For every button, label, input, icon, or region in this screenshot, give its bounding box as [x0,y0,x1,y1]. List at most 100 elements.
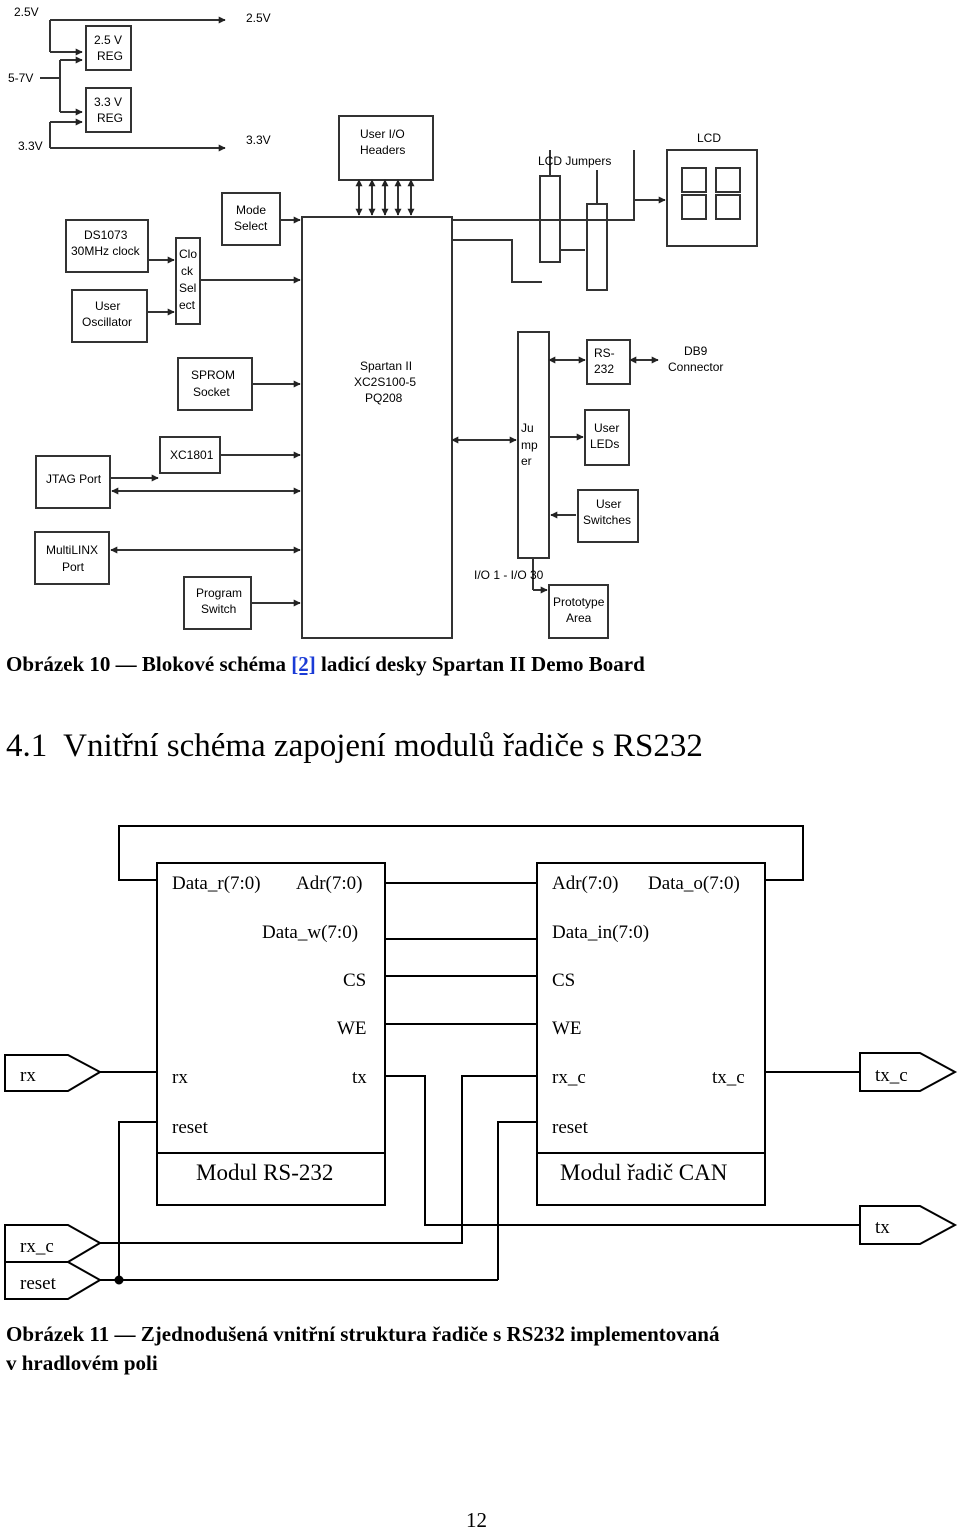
label-leds-2: LEDs [590,437,619,451]
label-proto-1: Prototype [553,595,605,609]
user-switches-box [577,489,639,543]
label-sprom-1: SPROM [191,368,235,382]
lcd-segment [715,167,741,193]
wire-tx [385,1075,860,1226]
port-reset [4,1261,102,1300]
page-number: 12 [466,1508,487,1532]
can-data-in-label: Data_in(7:0) [552,922,649,943]
label-mode-1: Mode [236,203,266,217]
section-number: 4.1 [6,728,48,764]
lcd-jumper-2 [586,203,608,291]
figure-11-caption: Obrázek 11 — Zjednodušená vnitřní strukt… [6,1320,719,1378]
rs-rx-label: rx [172,1067,188,1088]
label-switches-2: Switches [583,513,631,527]
lcd-segment [681,167,707,193]
label-clock-4: ect [179,298,196,312]
label-user-io-2: Headers [360,143,405,157]
label-switches-1: User [596,497,621,511]
port-tx-label: tx [875,1217,890,1238]
section-title: Vnitřní schéma zapojení modulů řadiče s … [63,728,703,764]
label-db9-1: DB9 [684,344,708,358]
regulator-3v3-box [85,87,132,133]
label-io: I/O 1 - I/O 30 [474,568,544,582]
multilinx-port-box [34,531,110,585]
rs-tx-label: tx [352,1067,367,1088]
label-reg25-1: 2.5 V [94,33,122,47]
label-clock-2: ck [181,264,194,278]
label-leds-1: User [594,421,619,435]
jtag-port-box [35,455,111,509]
junction-dot [114,1275,124,1285]
label-spartan-2: XC2S100-5 [354,375,416,389]
ds1073-box [65,219,149,273]
label-3v3-in: 3.3V [18,139,43,153]
can-rx-c-label: rx_c [552,1067,586,1088]
port-reset-label: reset [20,1273,57,1294]
label-proto-2: Area [566,611,592,625]
port-rx [4,1054,103,1092]
rs-reset-label: reset [172,1117,209,1138]
label-rs232-2: 232 [594,362,614,376]
spartan-ii-box [301,216,453,639]
label-clock-1: Clo [179,247,197,261]
label-jumper-2: mp [521,438,538,452]
can-reset-label: reset [552,1117,589,1138]
port-tx-c [859,1052,958,1092]
can-tx-c-label: tx_c [712,1067,745,1088]
label-prog-2: Switch [201,602,236,616]
label-xc1801: XC1801 [170,448,214,462]
lcd-box [666,149,758,247]
wire-reset-can [497,1121,537,1280]
board-diagram-labels: 2.5V 2.5V 5-7V 3.3V 3.3V 2.5 V REG 3.3 V… [8,5,723,625]
port-tx [859,1205,958,1245]
controller-diagram-labels: Data_r(7:0) Adr(7:0) Data_w(7:0) CS WE r… [20,873,908,1294]
label-5-7v: 5-7V [8,71,33,85]
figure-10-caption: Obrázek 10 — Blokové schéma [2] ladicí d… [6,650,645,679]
label-osc-1: User [95,299,120,313]
port-rx-c [4,1224,102,1263]
figure-11-caption-line1: Obrázek 11 — Zjednodušená vnitřní strukt… [6,1322,720,1346]
label-jumper-3: er [521,454,532,468]
module-can-box [536,862,766,1206]
label-ds1073-2: 30MHz clock [71,244,141,258]
user-oscillator-box [71,289,148,343]
label-multilinx-1: MultiLINX [46,543,98,557]
label-reg33-2: REG [97,111,123,125]
reference-link[interactable]: [2] [291,652,316,676]
label-3v3-out: 3.3V [246,133,271,147]
module-rs232-title: Modul RS-232 [196,1160,333,1185]
rs-cs-label: CS [343,970,366,991]
label-db9-2: Connector [668,360,723,374]
label-spartan-3: PQ208 [365,391,403,405]
board-block-diagram [34,16,758,639]
port-rx-label: rx [20,1065,36,1086]
label-spartan-1: Spartan II [360,359,412,373]
lcd-segment [681,194,707,220]
label-lcd: LCD [697,131,721,145]
label-jtag: JTAG Port [46,472,102,486]
can-we-label: WE [552,1018,582,1039]
label-reg25-2: REG [97,49,123,63]
label-ds1073-1: DS1073 [84,228,128,242]
can-cs-label: CS [552,970,575,991]
label-lcd-jumpers: LCD Jumpers [538,154,611,168]
label-2v5-in: 2.5V [14,5,39,19]
module-can-title: Modul řadič CAN [560,1160,728,1185]
label-2v5-out: 2.5V [246,11,271,25]
rs-adr-label: Adr(7:0) [296,873,362,894]
can-adr-label: Adr(7:0) [552,873,618,894]
label-clock-3: Sel [179,281,196,295]
figure-10-caption-prefix: Obrázek 10 — Blokové schéma [6,652,286,676]
figure-11-caption-line2: v hradlovém poli [6,1351,158,1375]
label-jumper-1: Ju [521,421,534,435]
label-prog-1: Program [196,586,242,600]
label-osc-2: Oscillator [82,315,132,329]
sprom-socket-box [177,357,253,411]
can-data-o-label: Data_o(7:0) [648,873,740,894]
rs-data-r-label: Data_r(7:0) [172,873,261,894]
rs-data-w-label: Data_w(7:0) [262,922,358,943]
rs-we-label: WE [337,1018,367,1039]
label-sprom-2: Socket [193,385,230,399]
wire-loop [118,825,804,881]
